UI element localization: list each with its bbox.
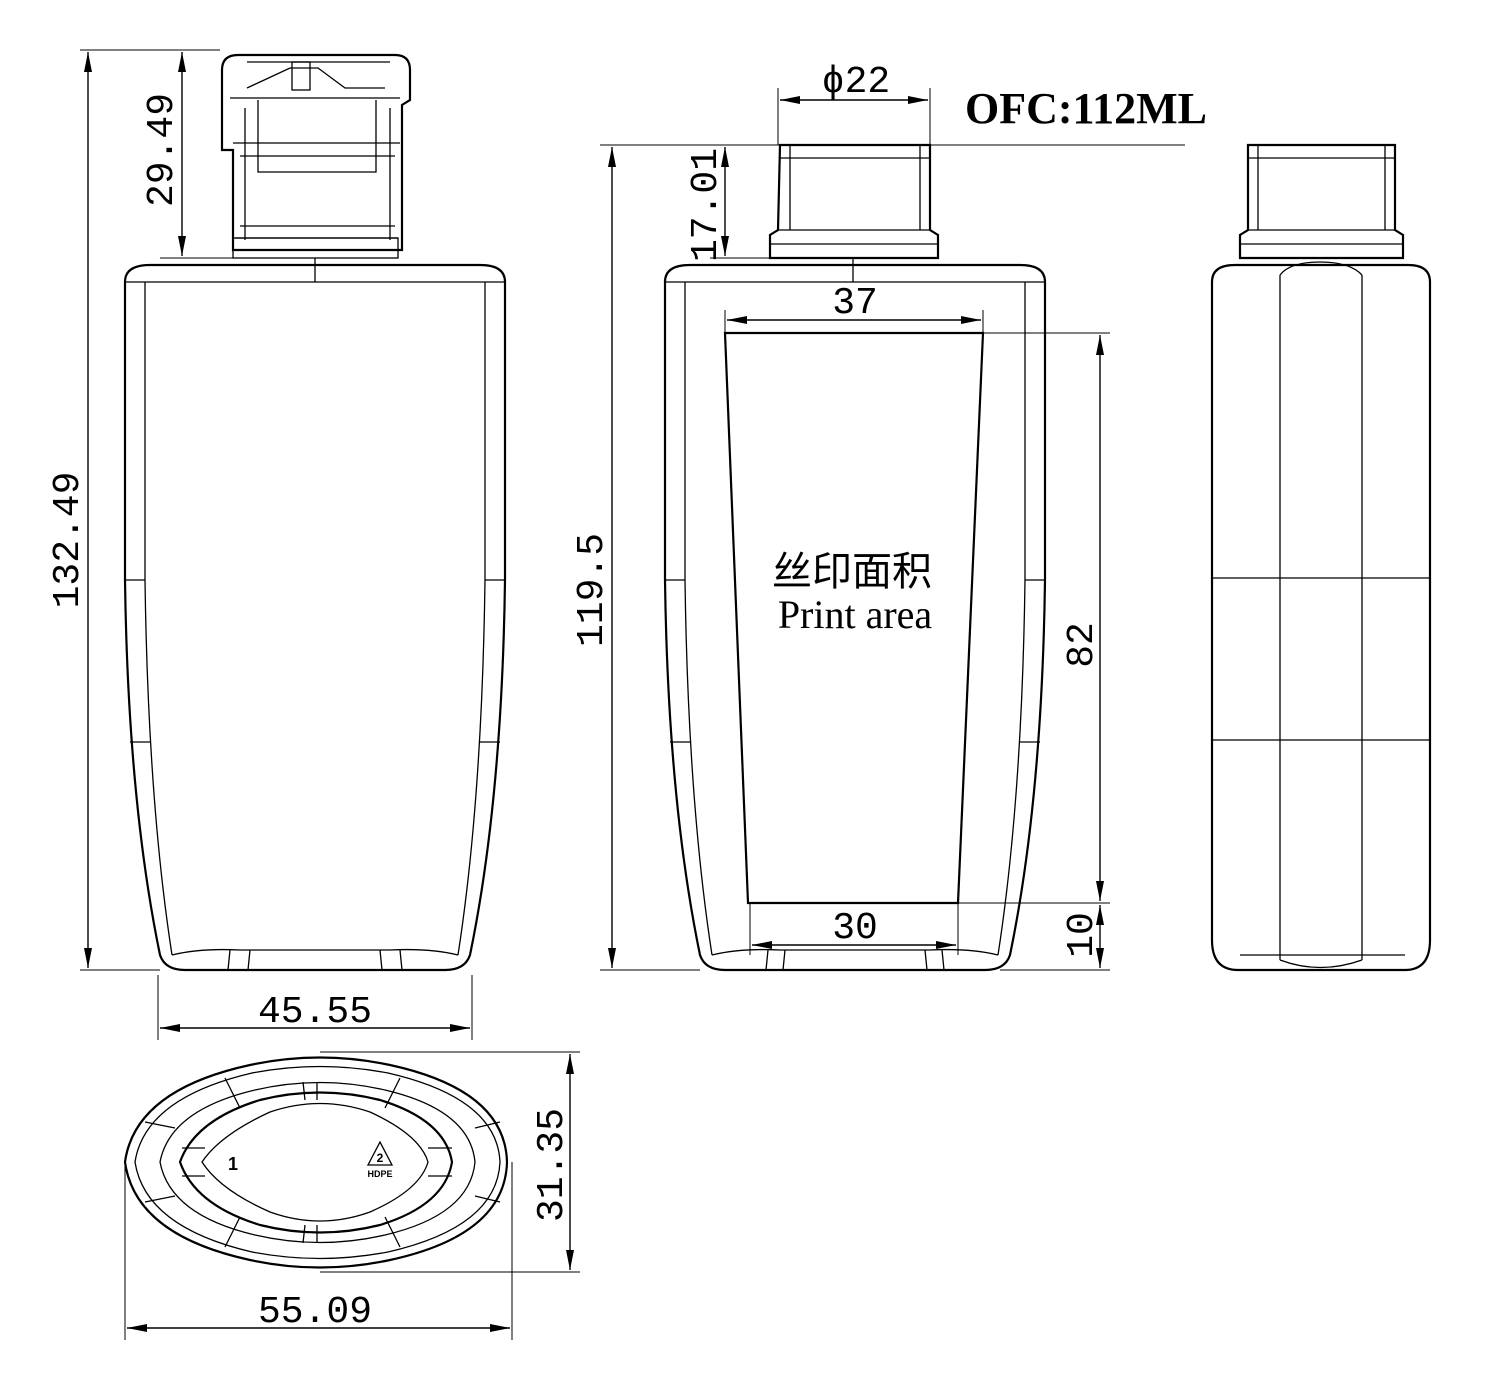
recycle-icon: 2 HDPE xyxy=(366,1140,394,1179)
depth-label: 31.35 xyxy=(531,1108,574,1222)
print-label-backdrop xyxy=(760,545,960,635)
flip-cap xyxy=(220,53,412,259)
bottle-body-narrow xyxy=(1210,263,1432,972)
bottom-dimensions: 31.35 55.09 xyxy=(124,1051,580,1340)
cap-height-label: 29.49 xyxy=(141,93,184,207)
print-bottom-offset-label: 10 xyxy=(1061,912,1104,958)
cavity-number: 1 xyxy=(228,1154,238,1174)
bottom-view: 1 2 HDPE xyxy=(123,1056,509,1269)
recycle-code: 2 xyxy=(377,1151,384,1165)
front-dimensions: 132.49 29.49 45.55 xyxy=(47,49,473,1040)
print-bottom-width-label: 30 xyxy=(832,907,878,950)
width-label: 55.09 xyxy=(258,1291,372,1334)
print-label-en: Print area xyxy=(778,592,933,637)
overall-height-label: 132.49 xyxy=(47,472,90,609)
capacity-label: OFC:112ML xyxy=(965,84,1207,133)
bottle-body-front xyxy=(123,263,507,972)
neck-height-label: 17.01 xyxy=(685,148,728,262)
side-view: 丝印面积 Print area xyxy=(663,143,1047,972)
print-height-label: 82 xyxy=(1061,622,1104,668)
print-label-cn: 丝印面积 xyxy=(772,549,932,594)
print-top-width-label: 37 xyxy=(832,282,878,325)
body-height-label: 119.5 xyxy=(571,533,614,647)
neck-diameter-label: ϕ22 xyxy=(822,61,890,104)
base-width-label: 45.55 xyxy=(258,991,372,1034)
material-code: HDPE xyxy=(367,1169,392,1179)
front-view xyxy=(123,53,507,972)
side-dimensions: ϕ22 OFC:112ML 119.5 17.01 37 30 82 10 xyxy=(571,61,1207,971)
narrow-side-view xyxy=(1210,143,1432,972)
bottle-body-side xyxy=(663,263,1047,972)
